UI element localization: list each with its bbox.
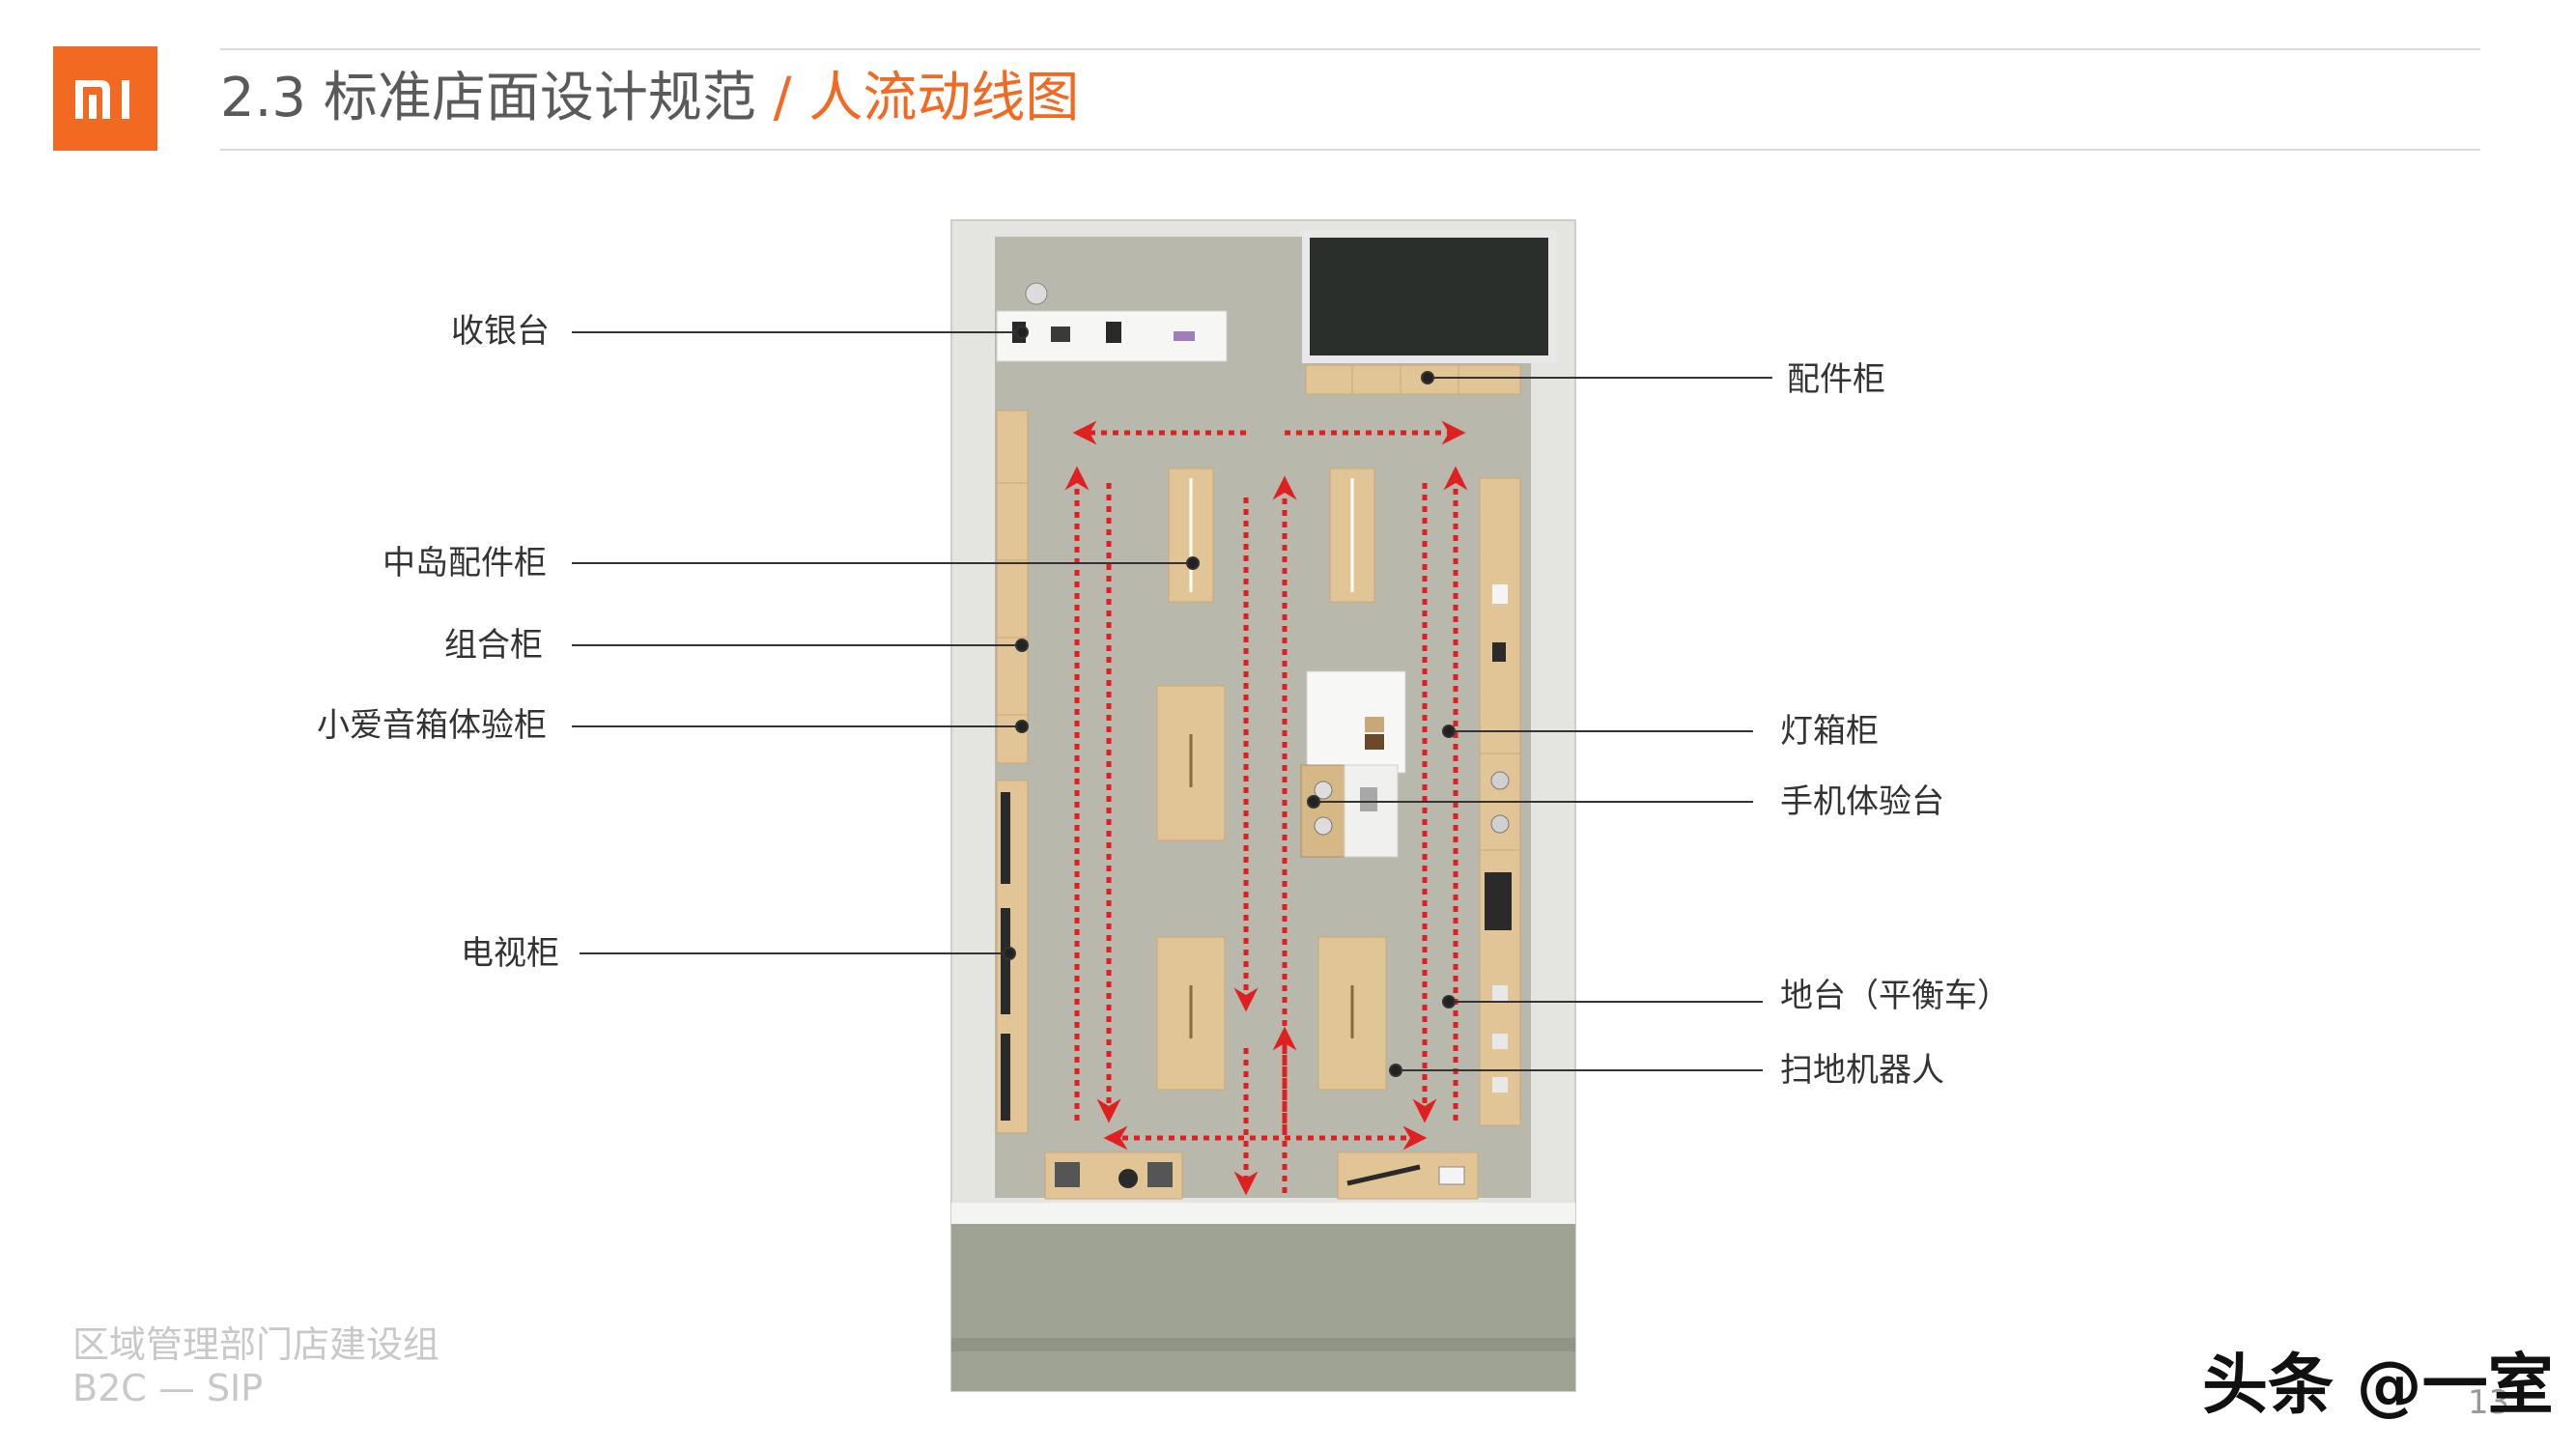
flow-arrows bbox=[1064, 420, 1468, 1196]
watermark: 头条 @一室 bbox=[2202, 1348, 2554, 1424]
label-accessory-cabinet: 配件柜 bbox=[1787, 360, 1885, 399]
label-floor-stand: 地台（平衡车） bbox=[1780, 977, 2010, 1015]
label-cashier: 收银台 bbox=[451, 312, 550, 351]
bottom-display-units bbox=[1044, 1151, 1479, 1200]
mi-logo-icon bbox=[75, 80, 129, 119]
label-island-cabinet: 中岛配件柜 bbox=[382, 544, 547, 582]
store-floor bbox=[995, 237, 1531, 1198]
header-top-rule bbox=[220, 48, 2480, 50]
label-tv-cabinet: 电视柜 bbox=[461, 934, 559, 973]
label-robot: 扫地机器人 bbox=[1780, 1051, 1944, 1090]
street-stripe bbox=[951, 1338, 1575, 1351]
street-area bbox=[951, 1222, 1575, 1391]
phone-experience-block bbox=[1300, 670, 1406, 858]
leader-lines bbox=[572, 326, 1772, 1077]
title-main: 2.3 标准店面设计规范 bbox=[220, 67, 756, 129]
experience-tables bbox=[1156, 685, 1387, 1091]
label-combo-cabinet: 组合柜 bbox=[444, 626, 543, 665]
storefront-glass bbox=[951, 1203, 1575, 1224]
title-sub: 人流动线图 bbox=[808, 67, 1080, 129]
label-phone-table: 手机体验台 bbox=[1780, 782, 1944, 821]
label-xiaoai-cabinet: 小爱音箱体验柜 bbox=[317, 706, 547, 745]
page-number: 13 bbox=[2468, 1383, 2510, 1422]
mi-logo bbox=[53, 46, 157, 151]
island-cabinets bbox=[1168, 468, 1375, 603]
backroom bbox=[1302, 230, 1556, 363]
page-title: 2.3 标准店面设计规范 / 人流动线图 bbox=[220, 64, 1079, 133]
label-lightbox-cabinet: 灯箱柜 bbox=[1780, 712, 1879, 751]
header-bottom-rule bbox=[220, 149, 2480, 151]
footer-code: B2C — SIP bbox=[72, 1367, 264, 1409]
footer-department: 区域管理部门店建设组 bbox=[72, 1323, 440, 1366]
title-separator: / bbox=[755, 67, 809, 129]
right-wall-cabinets bbox=[1479, 477, 1521, 1126]
accessory-cabinet-shape bbox=[1305, 364, 1521, 395]
